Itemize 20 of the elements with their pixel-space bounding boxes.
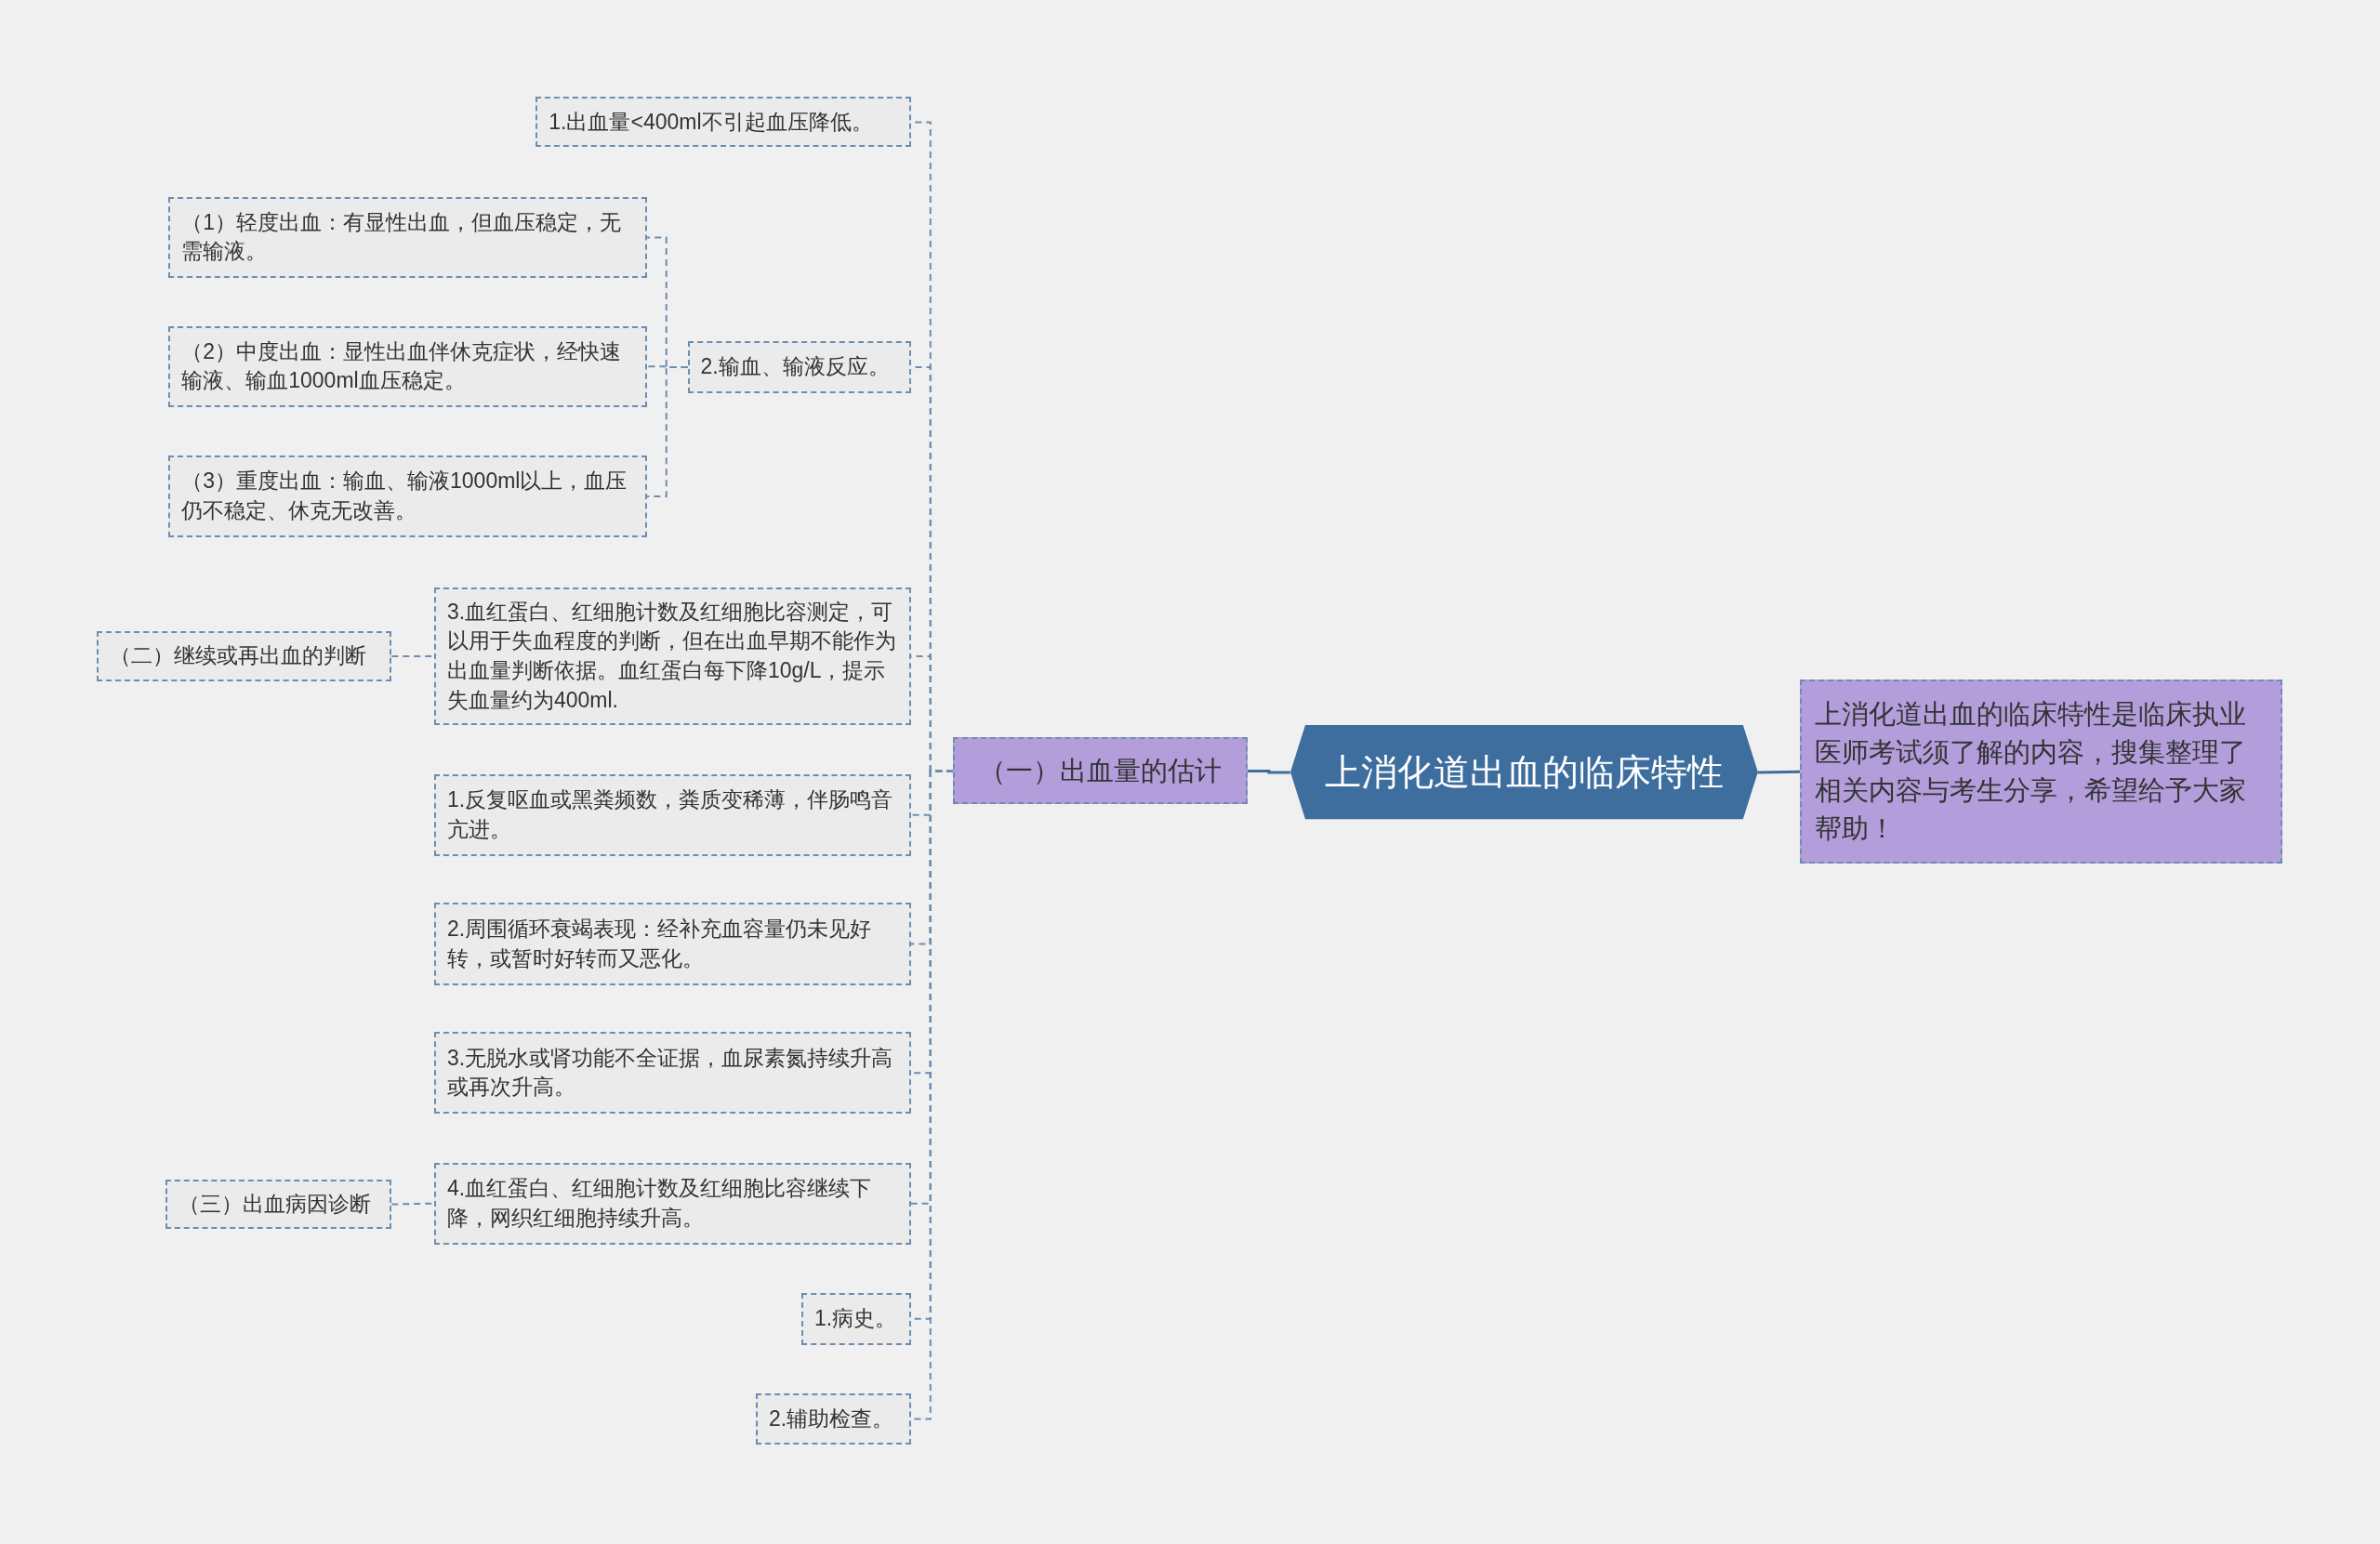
- topic-box: 1.出血量<400ml不引起血压降低。: [536, 97, 911, 148]
- topic-box: 2.辅助检查。: [756, 1392, 911, 1445]
- topic-box: （二）继续或再出血的判断: [97, 631, 392, 682]
- connector-line: [1757, 770, 1801, 774]
- topic-box: 4.血红蛋白、红细胞计数及红细胞比容继续下降，网织红细胞持续升高。: [433, 1162, 911, 1245]
- topic-box: 2.输血、输液反应。: [687, 341, 911, 393]
- topic-box: （3）重度出血：输血、输液1000ml以上，血压仍不稳定、休克无改善。: [168, 455, 647, 537]
- topic-box: 1.病史。: [801, 1293, 911, 1345]
- topic-box: 3.无脱水或肾功能不全证据，血尿素氮持续升高或再次升高。: [433, 1032, 911, 1115]
- connector-line: [645, 366, 689, 497]
- branch-topic: （一）出血量的估计: [953, 737, 1249, 805]
- topic-box: （2）中度出血：显性出血伴休克症状，经快速输液、输血1000ml血压稳定。: [168, 326, 647, 407]
- topic-box: 2.周围循环衰竭表现：经补充血容量仍未见好转，或暂时好转而又恶化。: [433, 903, 911, 985]
- topic-box: （三）出血病因诊断: [165, 1179, 392, 1230]
- central-topic: 上消化道出血的临床特性: [1289, 725, 1758, 820]
- note-box: 上消化道出血的临床特性是临床执业医师考试须了解的内容，搜集整理了相关内容与考生分享，希望给予大家帮助！: [1800, 680, 2283, 864]
- topic-box: （1）轻度出血：有显性出血，但血压稳定，无需输液。: [168, 197, 647, 278]
- topic-box: 1.反复呕血或黑粪频数，粪质变稀薄，伴肠鸣音亢进。: [433, 773, 911, 856]
- connector-line: [1248, 769, 1290, 774]
- topic-box: 3.血红蛋白、红细胞计数及红细胞比容测定，可以用于失血程度的判断，但在出血早期不能作为出血量判断依据。血红蛋白每下降10g/L，提示失血量约为400ml.: [433, 587, 911, 726]
